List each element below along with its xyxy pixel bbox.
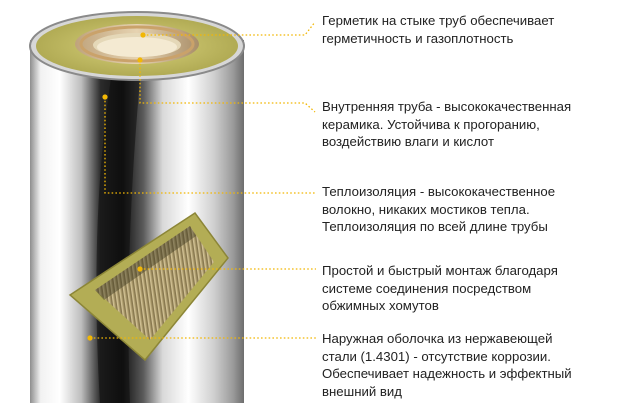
callout-line: обжимных хомутов: [322, 298, 439, 314]
callout-line: воздействию влаги и кислот: [322, 134, 495, 150]
leader-lines: [90, 21, 316, 339]
callout-line: керамика. Устойчива к прогоранию,: [322, 116, 540, 132]
leader-dot-mounting: [137, 266, 143, 272]
callout-line: стали (1.4301) - отсутствие коррозии.: [322, 348, 551, 364]
callout-line: Обеспечивает надежность и эффектный: [322, 366, 572, 382]
callout-line: Простой и быстрый монтаж благодаря: [322, 263, 558, 278]
callout-line: внешний вид: [322, 383, 402, 399]
callout-line: Теплоизоляция - высококачественное: [322, 184, 556, 199]
callout-inner-pipe: Внутренняя труба - высококачественная ке…: [322, 98, 622, 151]
leader-dot-sealant: [140, 32, 146, 38]
pipe-bore-floor: [97, 37, 177, 57]
outer-steel-shell: [30, 40, 244, 403]
callout-line: герметичность и газоплотность: [322, 30, 514, 46]
cutaway-shadow: [95, 226, 196, 300]
leader-line-insulation: [104, 97, 316, 194]
leader-dot-inner-pipe: [137, 57, 143, 63]
sealant-ring: [79, 25, 195, 63]
callout-outer-shell: Наружная оболочка из нержавеющей стали (…: [322, 330, 622, 400]
leader-dot-insulation: [102, 94, 108, 100]
callout-line: Внутренняя труба - высококачественная: [322, 99, 572, 114]
leader-dot-outer-shell: [87, 335, 93, 341]
callout-line: Наружная оболочка из нержавеющей: [322, 331, 553, 346]
callout-line: волокно, никаких мостиков тепла.: [322, 201, 530, 217]
callout-line: Герметик на стыке труб обеспечивает: [322, 13, 555, 28]
callout-sealant: Герметик на стыке труб обеспечивает герм…: [322, 12, 622, 47]
leader-dots: [87, 32, 146, 341]
leader-line-sealant: [143, 21, 316, 36]
cutaway-fiber: [95, 226, 214, 340]
leader-line-inner-pipe: [139, 60, 316, 113]
callout-insulation: Теплоизоляция - высококачественное волок…: [322, 183, 622, 236]
callout-mounting: Простой и быстрый монтаж благодаря систе…: [322, 262, 622, 315]
callout-line: Теплоизоляция по всей длине трубы: [322, 219, 548, 235]
callout-line: системе соединения посредством: [322, 280, 532, 296]
